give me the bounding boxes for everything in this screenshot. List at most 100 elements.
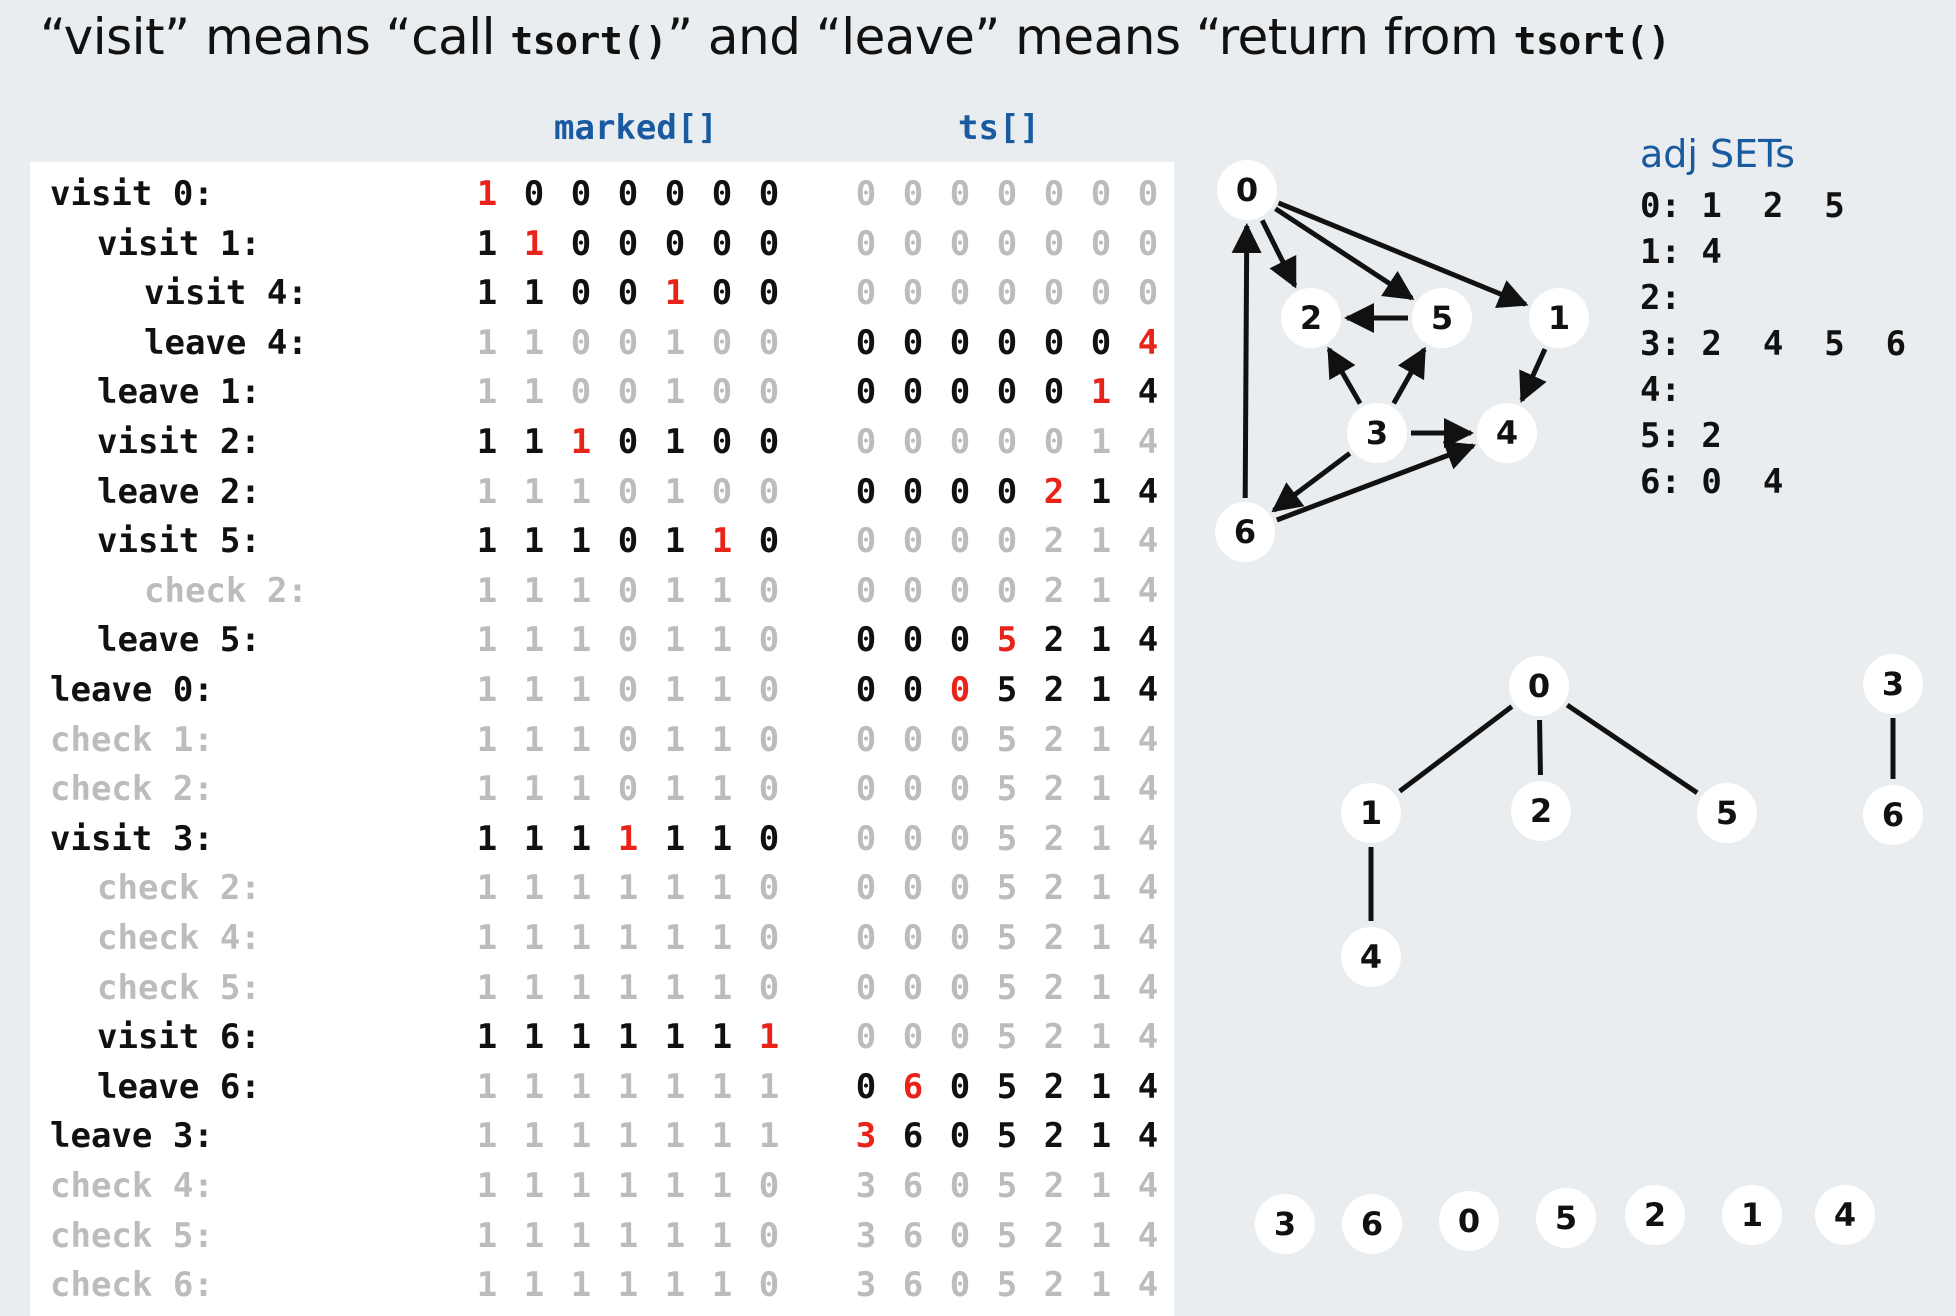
adjacency-title: adj SETs [1640,132,1795,176]
step-label: visit 3: [50,818,214,859]
marked-cell: 1 [570,620,592,661]
ts-cell: 0 [949,620,971,661]
marked-cell: 1 [523,1166,545,1206]
node-label: 4 [1496,414,1518,452]
ts-cell: 4 [1137,422,1159,462]
marked-cell: 1 [476,521,498,562]
marked-cell: 0 [758,471,780,512]
adjacency-line: 0: 1 2 5 [1640,186,1845,226]
ts-cell: 0 [949,868,971,909]
step-label: check 5: [50,1215,214,1256]
node-label: 2 [1300,299,1322,337]
step-label: check 1: [50,719,214,760]
node-label: 5 [1716,794,1738,832]
ts-cell: 0 [902,174,924,214]
node-label: 0 [1528,667,1550,705]
marked-cell: 0 [758,521,780,562]
marked-cell: 1 [570,1166,592,1206]
ts-cell: 0 [855,670,877,710]
marked-cell: 1 [523,471,545,512]
ts-cell: 6 [902,1116,924,1157]
ts-cell: 0 [855,471,877,512]
ts-cell: 2 [1043,818,1065,859]
ts-cell: 0 [855,620,877,661]
marked-cell: 1 [711,769,733,810]
node-label: 4 [1360,938,1382,976]
ts-cell: 4 [1137,322,1159,363]
node-label: 0 [1458,1202,1480,1240]
marked-cell: 1 [711,1116,733,1157]
page-title: “visit” means “call tsort()” and “leave”… [40,8,1671,66]
marked-cell: 1 [711,967,733,1008]
forest-node: 2 [1511,781,1571,841]
marked-cell: 0 [711,372,733,413]
marked-cell: 1 [664,967,686,1008]
marked-cell: 0 [758,322,780,363]
ts-cell: 2 [1043,769,1065,810]
step-label: visit 6: [97,1017,261,1058]
node-label: 1 [1741,1196,1763,1234]
marked-cell: 0 [523,174,545,214]
marked-cell: 0 [617,174,639,214]
ts-cell: 2 [1043,1116,1065,1157]
ts-cell: 0 [949,223,971,264]
ts-cell: 1 [1090,471,1112,512]
marked-cell: 1 [523,818,545,859]
marked-cell: 0 [617,719,639,760]
step-label: check 4: [50,1166,214,1206]
marked-cell: 1 [664,273,686,314]
ts-cell: 3 [855,1116,877,1157]
marked-cell: 1 [617,1166,639,1206]
ts-cell: 0 [1090,322,1112,363]
ts-cell: 2 [1043,868,1065,909]
ts-cell: 1 [1090,372,1112,413]
ts-cell: 4 [1137,1265,1159,1306]
marked-cell: 0 [758,1215,780,1256]
marked-cell: 0 [758,570,780,611]
ts-cell: 0 [996,471,1018,512]
node-label: 0 [1236,171,1258,209]
marked-cell: 1 [711,719,733,760]
ts-cell: 1 [1090,1215,1112,1256]
ts-cell: 5 [996,620,1018,661]
marked-cell: 1 [664,1066,686,1107]
node-label: 5 [1555,1199,1577,1237]
forest-edges [1368,702,1896,921]
node-label: 2 [1644,1196,1666,1234]
ts-cell: 1 [1090,422,1112,462]
digraph-node: 2 [1281,288,1341,348]
ts-cell: 1 [1090,620,1112,661]
ts-cell: 4 [1137,818,1159,859]
marked-cell: 1 [476,223,498,264]
ts-cell: 0 [949,570,971,611]
ts-cell: 0 [1137,174,1159,214]
ts-cell: 4 [1137,1066,1159,1107]
ts-cell: 1 [1090,967,1112,1008]
ts-cell: 5 [996,1166,1018,1206]
marked-cell: 1 [711,1066,733,1107]
ts-cell: 0 [949,174,971,214]
marked-cell: 1 [523,273,545,314]
ts-cell: 0 [949,818,971,859]
step-label: check 4: [97,918,261,958]
marked-cell: 0 [758,670,780,710]
ts-cell: 0 [996,273,1018,314]
marked-cell: 1 [523,322,545,363]
digraph-edge [1259,219,1298,289]
marked-cell: 1 [758,1116,780,1157]
marked-cell: 0 [758,967,780,1008]
marked-cell: 0 [617,273,639,314]
marked-cell: 1 [617,1116,639,1157]
marked-cell: 1 [476,1265,498,1306]
ts-cell: 3 [855,1166,877,1206]
ts-cell: 2 [1043,1017,1065,1058]
ts-cell: 0 [855,818,877,859]
node-label: 4 [1834,1196,1856,1234]
ts-cell: 1 [1090,570,1112,611]
marked-cell: 1 [711,1215,733,1256]
